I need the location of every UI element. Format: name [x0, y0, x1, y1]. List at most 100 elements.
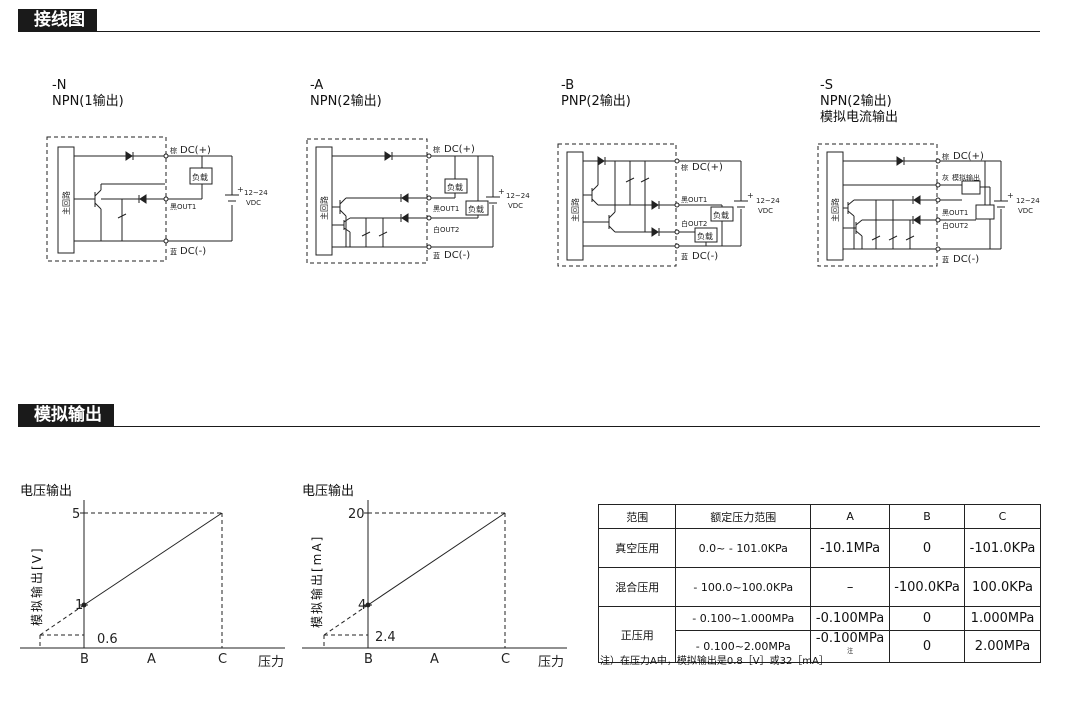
- table-header: 范围: [597, 504, 677, 529]
- variant-s: -S NPN(2输出) 模拟电流输出: [820, 78, 898, 126]
- out1-label: 黑OUT1: [942, 209, 968, 217]
- table-cell-b: 0: [889, 528, 965, 568]
- table-cell-rated: - 100.0~100.0KPa: [675, 567, 812, 607]
- vdc-label: VDC: [1018, 207, 1033, 215]
- main-circuit-label: 主回路: [570, 198, 580, 222]
- analog-out-label: 模拟输出: [952, 173, 980, 182]
- analog-spec-table: 范围 额定压力范围 A B C 真空压用 0.0~ - 101.0KPa -10…: [597, 504, 1041, 664]
- table-cell-b: 0: [889, 629, 965, 664]
- plus-label: +: [1007, 191, 1014, 200]
- variant-code: -N: [52, 78, 67, 93]
- table-cell-c: 100.0KPa: [964, 567, 1041, 607]
- dc-minus-label: DC(-): [953, 254, 979, 265]
- load-label: 负载: [468, 204, 484, 214]
- table-cell-a-with-note: -0.100MPa注: [810, 629, 891, 664]
- variant-sub: 模拟电流输出: [820, 110, 899, 125]
- dc-plus-label: DC(+): [692, 162, 723, 173]
- table-header: C: [964, 504, 1041, 529]
- table-cell-range: 正压用: [597, 605, 677, 664]
- table-cell-range: 真空压用: [597, 528, 677, 568]
- supply-label: 12~24: [244, 189, 268, 197]
- variant-a: -A NPN(2输出): [310, 78, 382, 110]
- variant-type: PNP(2输出): [561, 94, 631, 109]
- out1-label: 黑OUT1: [170, 203, 196, 211]
- variant-n: -N NPN(1输出): [52, 78, 124, 110]
- brown-label: 棕: [170, 146, 177, 155]
- table-header: A: [810, 504, 891, 529]
- table-row: 真空压用 0.0~ - 101.0KPa -10.1MPa 0 -101.0KP…: [597, 528, 1041, 568]
- right-y-low: 4: [358, 598, 366, 613]
- load-label: 负载: [697, 231, 713, 241]
- plus-label: +: [498, 187, 505, 196]
- section-rule-analog: [18, 426, 1040, 427]
- table-cell-a: -0.100MPa: [810, 606, 891, 631]
- left-graph-ylabel: 电压输出: [20, 484, 73, 499]
- load-label: 负载: [713, 210, 729, 220]
- table-note: 注）在压力A中，模拟输出是0.8［V］或32［mA］: [600, 656, 829, 667]
- variant-b: -B PNP(2输出): [561, 78, 631, 110]
- dc-plus-label: DC(+): [444, 144, 475, 155]
- plus-label: +: [747, 191, 754, 200]
- vdc-label: VDC: [758, 207, 773, 215]
- table-cell-a: -10.1MPa: [810, 528, 891, 568]
- blue-label: 蓝: [170, 247, 177, 256]
- right-graph: 20 4 2.4 B A C 压力: [302, 500, 567, 670]
- dc-plus-label: DC(+): [180, 145, 211, 156]
- table-row: 混合压用 - 100.0~100.0KPa – -100.0KPa 100.0K…: [597, 567, 1041, 607]
- left-xlabel: 压力: [258, 655, 284, 670]
- wiring-diagram-n: 主回路 负载 棕 DC(+) 黑OUT1 蓝 DC(-) 12~24 VDC +: [46, 136, 268, 262]
- out1-label: 黑OUT1: [681, 196, 707, 204]
- table-cell-b: -100.0KPa: [889, 567, 965, 607]
- table-row: - 0.100~2.00MPa -0.100MPa注 0 2.00MPa: [599, 629, 1041, 664]
- left-graph: 5 1 0.6 B A C 压力: [20, 500, 285, 670]
- main-circuit-label: 主回路: [830, 198, 840, 222]
- table-header-row: 范围 额定压力范围 A B C: [597, 504, 1041, 529]
- table-cell-a: –: [810, 567, 891, 607]
- variant-type: NPN(1输出): [52, 94, 124, 109]
- table-cell-rated: 0.0~ - 101.0KPa: [675, 528, 812, 568]
- right-xlabel: 压力: [538, 655, 564, 670]
- wiring-diagrams: 主回路 负载 棕 DC(+) 黑OUT1 蓝 DC(-) 12~24 VDC +: [46, 136, 1040, 267]
- out2-label: 白OUT2: [942, 221, 968, 230]
- table-cell-c: -101.0KPa: [964, 528, 1041, 568]
- left-y-low: 1: [75, 598, 83, 613]
- section-rule-wiring: [18, 31, 1040, 32]
- wiring-diagram-b: 主回路 负载 负载 棕 DC(+) 黑OUT1 白OUT2 蓝 DC(-) 1: [557, 143, 780, 267]
- supply-label: 12~24: [756, 197, 780, 205]
- brown-label: 棕: [681, 163, 688, 172]
- table-row: 正压用 - 0.100~1.000MPa -0.100MPa 0 1.000MP…: [597, 605, 1041, 664]
- variant-type: NPN(2输出): [310, 94, 382, 109]
- table-cell-a: -0.100MPa: [815, 631, 885, 646]
- left-x-c: C: [218, 652, 227, 667]
- blue-label: 蓝: [942, 255, 949, 264]
- load-label: 负载: [447, 182, 463, 192]
- load-label: 负载: [192, 172, 208, 182]
- out2-label: 白OUT2: [681, 219, 707, 228]
- section-title-wiring: 接线图: [18, 9, 97, 31]
- gray-label: 灰: [942, 173, 949, 182]
- out1-label: 黑OUT1: [433, 205, 459, 213]
- table-cell-range: 混合压用: [597, 567, 677, 607]
- left-x-b: B: [80, 652, 89, 667]
- supply-label: 12~24: [506, 192, 530, 200]
- main-circuit-label: 主回路: [61, 191, 71, 215]
- supply-label: 12~24: [1016, 197, 1040, 205]
- brown-label: 棕: [433, 145, 440, 154]
- table-cell-b: 0: [889, 606, 965, 631]
- main-circuit-label: 主回路: [319, 196, 329, 220]
- plus-label: +: [237, 185, 244, 194]
- left-x-a: A: [147, 652, 156, 667]
- left-y-high: 5: [72, 507, 80, 522]
- out2-label: 白OUT2: [433, 225, 459, 234]
- table-cell-rated: - 0.100~2.00MPa: [675, 629, 812, 664]
- table-header: 额定压力范围: [675, 504, 812, 529]
- blue-label: 蓝: [433, 251, 440, 260]
- table-cell-c: 1.000MPa: [964, 606, 1041, 631]
- vdc-label: VDC: [246, 199, 261, 207]
- right-y-high: 20: [348, 507, 365, 522]
- variant-code: -S: [820, 78, 833, 93]
- right-x-b: B: [364, 652, 373, 667]
- dc-minus-label: DC(-): [180, 246, 206, 257]
- table-cell-rated: - 0.100~1.000MPa: [675, 606, 812, 631]
- dc-minus-label: DC(-): [692, 251, 718, 262]
